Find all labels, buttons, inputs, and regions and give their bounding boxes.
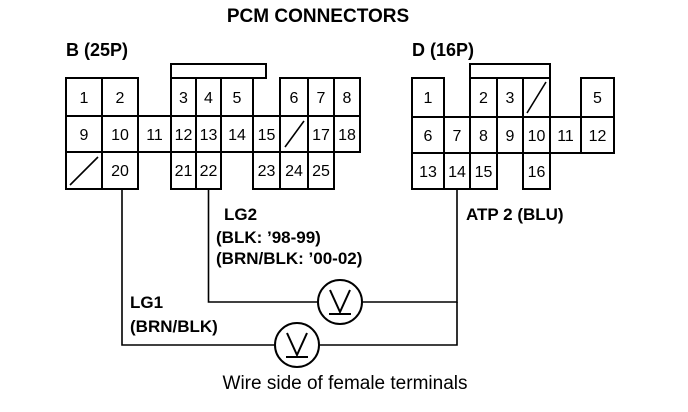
connector-b-cell — [307, 151, 335, 190]
connector-d-cell — [411, 116, 445, 154]
connector-b-cell — [101, 115, 139, 153]
connector-d-cell — [411, 77, 445, 118]
connector-b-cell — [307, 115, 335, 153]
connector-b-cell — [333, 77, 361, 117]
connector-d-cell — [522, 152, 551, 190]
pin-number: 18 — [338, 127, 356, 144]
connector-b: 1 2 3 4 5 6 7 8 9 10 11 12 13 14 15 17 1… — [65, 63, 361, 190]
connector-b-cell — [252, 151, 281, 190]
connector-b-cell — [170, 151, 197, 190]
unused-cavity-slash — [284, 120, 305, 148]
voltmeter-icon — [317, 279, 363, 325]
connector-b-lock-tab — [170, 63, 267, 79]
pin-number: 6 — [290, 90, 299, 107]
pin-number: 15 — [475, 164, 493, 181]
pin-number: 11 — [557, 128, 574, 145]
pin-number: 13 — [419, 164, 437, 181]
pin-number: 24 — [285, 163, 303, 180]
pin-number: 14 — [448, 164, 466, 181]
pin-number: 1 — [424, 90, 433, 107]
wire-lg1 — [121, 189, 275, 346]
pin-number: 12 — [175, 127, 193, 144]
pin-number: 4 — [204, 90, 213, 107]
wire-atp2-lower — [319, 302, 458, 346]
pin-number: 8 — [343, 90, 352, 107]
pin-number: 13 — [200, 127, 218, 144]
pin-number: 2 — [116, 90, 125, 107]
pin-number: 16 — [528, 164, 546, 181]
pin-number: 23 — [258, 163, 276, 180]
pin-number: 9 — [80, 127, 89, 144]
wiring — [121, 189, 458, 346]
connector-b-label: B (25P) — [66, 40, 128, 60]
unused-cavity-slash — [526, 81, 547, 114]
pin-number: 10 — [528, 128, 546, 145]
pin-number: 17 — [312, 127, 330, 144]
connector-d-label: D (16P) — [412, 40, 474, 60]
connector-d: 1 2 3 5 6 7 8 9 10 11 12 13 14 15 16 — [411, 63, 615, 190]
wire-lg2 — [207, 189, 318, 303]
pin-number: 7 — [317, 90, 326, 107]
connector-b-cell — [333, 115, 361, 153]
pin-number: 14 — [228, 127, 246, 144]
pin-number: 2 — [479, 90, 488, 107]
pin-number: 8 — [479, 128, 488, 145]
connector-d-cell — [469, 152, 498, 190]
pin-number: 22 — [200, 163, 218, 180]
connector-d-cell — [549, 116, 582, 154]
wire-atp2-upper — [362, 189, 458, 303]
pin-number: 3 — [179, 90, 188, 107]
connector-d-lock-tab — [469, 63, 551, 79]
pin-number: 25 — [312, 163, 330, 180]
pin-number: 20 — [111, 163, 129, 180]
voltmeter-icon — [274, 322, 320, 368]
pin-number: 15 — [258, 127, 276, 144]
pin-number: 5 — [233, 90, 242, 107]
diagram-caption: Wire side of female terminals — [223, 373, 468, 394]
pin-number: 9 — [506, 128, 515, 145]
connector-b-cell — [195, 151, 222, 190]
pin-number: 6 — [424, 128, 433, 145]
pin-number: 7 — [453, 128, 462, 145]
connector-b-cell — [101, 151, 139, 190]
lg2-color-00-02: (BRN/BLK: ’00-02) — [216, 249, 362, 268]
lg1-label: LG1 — [130, 293, 163, 312]
lg2-label: LG2 — [224, 205, 257, 224]
unused-cavity-slash — [69, 156, 99, 186]
pin-number: 12 — [589, 128, 607, 145]
lg1-color: (BRN/BLK) — [130, 317, 218, 336]
pin-number: 11 — [146, 127, 163, 144]
pin-number: 10 — [111, 127, 129, 144]
pin-number: 3 — [506, 90, 515, 107]
pin-number: 5 — [593, 90, 602, 107]
connector-d-cell — [580, 77, 615, 118]
pin-number: 21 — [175, 163, 193, 180]
diagram-title: PCM CONNECTORS — [227, 6, 409, 27]
connector-d-cell — [580, 116, 615, 154]
atp2-label: ATP 2 (BLU) — [466, 205, 564, 224]
lg2-color-98-99: (BLK: ’98-99) — [216, 228, 321, 247]
pin-number: 1 — [80, 90, 89, 107]
